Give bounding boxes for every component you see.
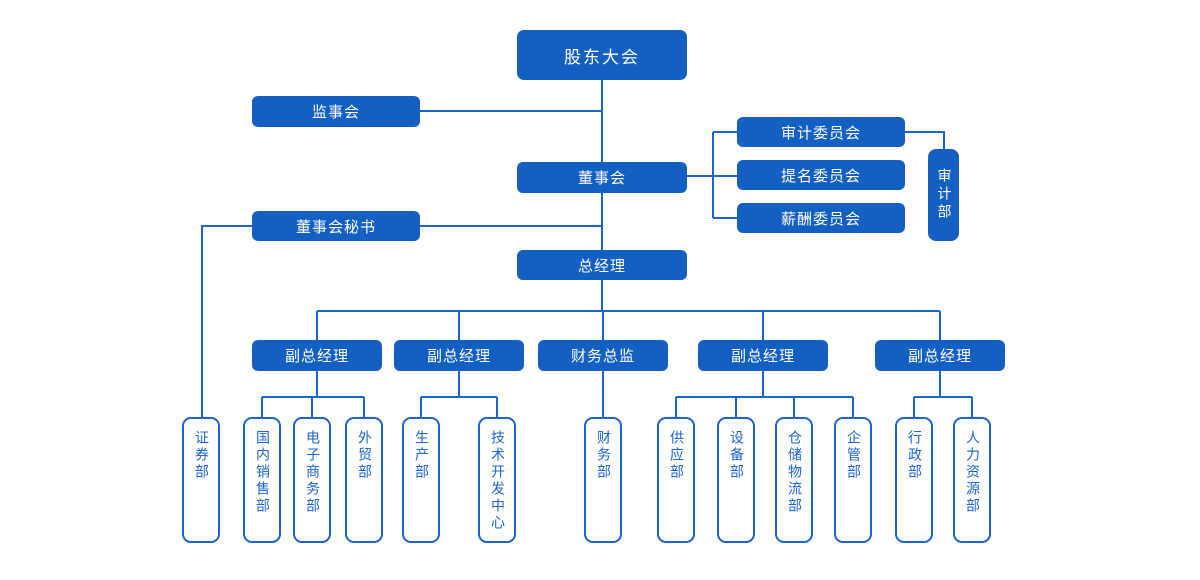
dept-label: 技术开发中心 bbox=[489, 430, 505, 532]
node-audit-department: 审计部 bbox=[928, 149, 959, 241]
dept-label: 设备部 bbox=[728, 430, 744, 481]
node-shareholders-meeting: 股东大会 bbox=[517, 30, 687, 80]
node-deputy-gm-3: 副总经理 bbox=[698, 340, 828, 371]
dept-warehouse-logistics: 仓储物流部 bbox=[775, 417, 813, 543]
node-label: 审计部 bbox=[935, 168, 952, 222]
dept-label: 财务部 bbox=[595, 430, 611, 481]
node-board-secretary: 董事会秘书 bbox=[252, 211, 420, 241]
node-label: 副总经理 bbox=[426, 347, 491, 365]
node-label: 薪酬委员会 bbox=[780, 209, 861, 228]
node-label: 副总经理 bbox=[284, 347, 349, 365]
node-deputy-gm-2: 副总经理 bbox=[394, 340, 524, 371]
node-label: 审计委员会 bbox=[780, 123, 861, 142]
dept-domestic-sales: 国内销售部 bbox=[243, 417, 281, 543]
node-deputy-gm-1: 副总经理 bbox=[252, 340, 382, 371]
dept-tech-development-center: 技术开发中心 bbox=[478, 417, 516, 543]
dept-equipment: 设备部 bbox=[717, 417, 755, 543]
dept-administration: 行政部 bbox=[895, 417, 933, 543]
dept-foreign-trade: 外贸部 bbox=[345, 417, 383, 543]
dept-label: 电子商务部 bbox=[304, 430, 320, 515]
dept-label: 生产部 bbox=[413, 430, 429, 481]
node-label: 监事会 bbox=[311, 103, 360, 121]
node-label: 董事会 bbox=[577, 169, 626, 187]
node-label: 董事会秘书 bbox=[295, 217, 376, 236]
dept-label: 行政部 bbox=[906, 430, 922, 481]
dept-label: 证券部 bbox=[193, 430, 209, 481]
node-label: 副总经理 bbox=[907, 347, 972, 365]
dept-label: 国内销售部 bbox=[254, 430, 270, 515]
dept-supply: 供应部 bbox=[657, 417, 695, 543]
dept-label: 企管部 bbox=[845, 430, 861, 481]
node-label: 财务总监 bbox=[570, 347, 635, 365]
dept-enterprise-management: 企管部 bbox=[834, 417, 872, 543]
node-label: 提名委员会 bbox=[780, 166, 861, 185]
node-audit-committee: 审计委员会 bbox=[737, 117, 905, 147]
node-nomination-committee: 提名委员会 bbox=[737, 160, 905, 190]
node-finance-director: 财务总监 bbox=[538, 340, 668, 371]
node-supervisory-board: 监事会 bbox=[252, 96, 420, 127]
node-label: 总经理 bbox=[577, 256, 626, 275]
node-general-manager: 总经理 bbox=[517, 250, 687, 280]
dept-label: 外贸部 bbox=[356, 430, 372, 481]
dept-ecommerce: 电子商务部 bbox=[293, 417, 331, 543]
dept-production: 生产部 bbox=[402, 417, 440, 543]
dept-label: 仓储物流部 bbox=[786, 430, 802, 515]
dept-label: 人力资源部 bbox=[964, 430, 980, 515]
node-remuneration-committee: 薪酬委员会 bbox=[737, 203, 905, 233]
node-label: 股东大会 bbox=[564, 47, 640, 68]
node-label: 副总经理 bbox=[730, 347, 795, 365]
dept-securities: 证券部 bbox=[182, 417, 220, 543]
dept-label: 供应部 bbox=[668, 430, 684, 481]
node-board-of-directors: 董事会 bbox=[517, 162, 687, 193]
dept-human-resources: 人力资源部 bbox=[953, 417, 991, 543]
dept-finance: 财务部 bbox=[584, 417, 622, 543]
node-deputy-gm-4: 副总经理 bbox=[875, 340, 1005, 371]
